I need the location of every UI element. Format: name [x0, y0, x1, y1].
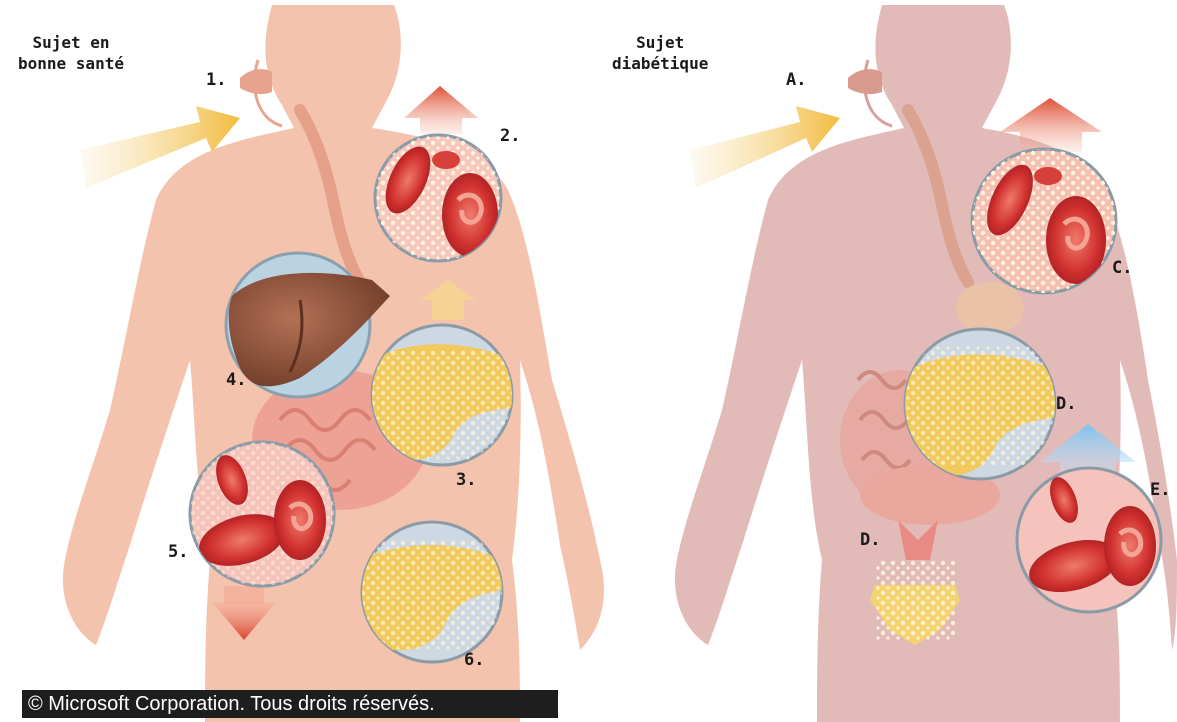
diabetic-subject-title: Sujet diabétique: [612, 32, 708, 74]
diabetic-body: [675, 5, 1177, 722]
label-A: A.: [786, 70, 806, 90]
healthy-body: [63, 5, 604, 722]
label-C: C.: [1112, 258, 1132, 278]
label-6: 6.: [464, 650, 484, 670]
label-5: 5.: [168, 542, 188, 562]
label-E: E.: [1150, 480, 1170, 500]
label-3: 3.: [456, 470, 476, 490]
label-2: 2.: [500, 126, 520, 146]
healthy-subject-title: Sujet en bonne santé: [18, 32, 124, 74]
copyright-banner: © Microsoft Corporation. Tous droits rés…: [22, 690, 558, 718]
label-1: 1.: [206, 70, 226, 90]
label-D-excretion: D.: [860, 530, 880, 550]
label-D-pancreas: D.: [1056, 394, 1076, 414]
label-4: 4.: [226, 370, 246, 390]
